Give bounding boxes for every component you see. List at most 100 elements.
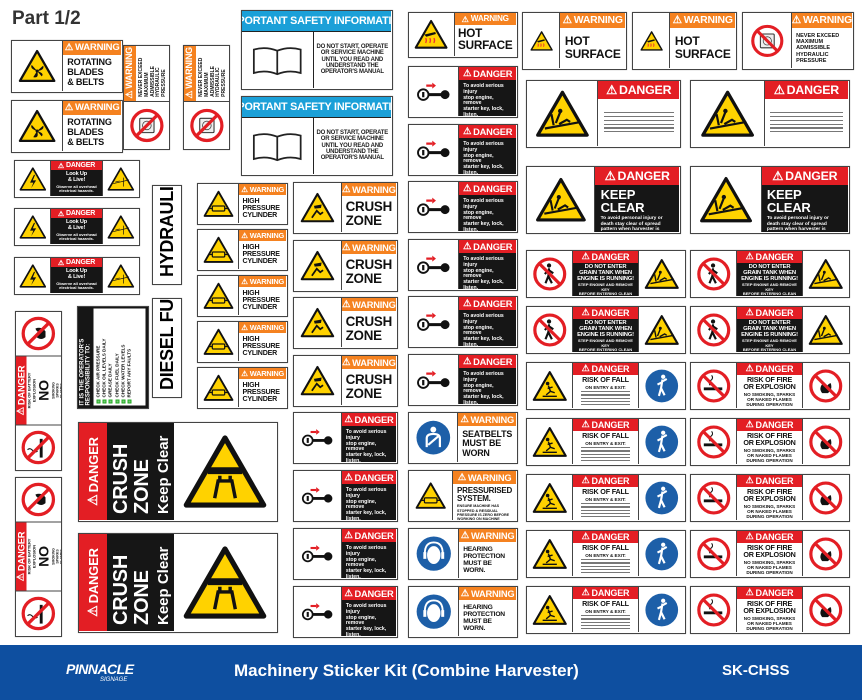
header-label: WARNING	[470, 530, 515, 541]
header-label: DANGER	[755, 307, 794, 318]
fine-print-line	[769, 116, 843, 118]
danger-header: ⚠DANGER	[572, 531, 639, 543]
blue-climb-icon	[638, 419, 684, 464]
sticker-small-text-line: STEP ENGINE AND REMOVE KEY	[742, 338, 797, 348]
sticker-title-line: & BELTS	[67, 76, 105, 87]
warning-triangle-icon: ⚠	[344, 588, 353, 599]
sticker-body	[598, 99, 679, 146]
sticker-title-line: PROTECTION	[463, 611, 505, 619]
sticker-small-text-line: DURING OPERATION	[746, 626, 793, 632]
tri-lines-icon	[102, 258, 138, 293]
fine-print-line	[580, 512, 631, 515]
header-label: DANGER	[591, 307, 630, 318]
warning-header: ⚠WARNING	[454, 13, 516, 25]
sticker-title-line: RISK OF FALL	[582, 431, 629, 441]
sticker-title-line: PRESSURE	[242, 388, 280, 397]
header-label: DANGER	[755, 419, 794, 430]
warning-triangle-icon: ⚠	[342, 357, 351, 368]
danger-header: ⚠DANGER	[572, 307, 639, 319]
warning-header: ⚠WARNING	[670, 13, 735, 28]
sticker-small-text-line: stop engine, remove	[463, 209, 494, 222]
info-text-line: OPERATOR'S MANUAL	[320, 155, 384, 162]
danger-header: ⚠DANGER	[572, 475, 639, 487]
key-icon	[409, 240, 460, 289]
header-label: WARNING	[352, 357, 396, 368]
checkbox-icon	[108, 399, 113, 404]
sticker-small-text-line: NO SMOKING, SPARKS	[743, 615, 796, 621]
sticker-title-line: Look Up	[66, 171, 87, 178]
tri-entangle-icon	[802, 251, 848, 296]
warning-triangle-icon: ⚠	[460, 414, 469, 425]
sticker-small-text-line: To avoid serious injury	[463, 255, 504, 268]
warning-triangle-icon: ⚠	[344, 472, 353, 483]
header-label: DANGER	[617, 168, 670, 183]
danger-header: ⚠DANGER	[341, 529, 396, 543]
sticker-small-text-line: in operation.	[601, 233, 674, 234]
sticker-title-line: CYLINDER	[242, 211, 278, 220]
tri-crush-icon	[294, 356, 342, 405]
sticker-title-line: HIGH	[242, 242, 260, 251]
sticker-small-text-line: OR NAKED FLAMES	[747, 565, 792, 571]
no-flame-icon	[802, 475, 848, 520]
danger-header: ⚠DANGER	[459, 67, 516, 81]
warning-triangle-icon: ⚠	[57, 210, 64, 218]
no-flame-icon	[802, 531, 848, 576]
sticker-extra-text-line: FLAMES	[59, 383, 62, 398]
header-label: DANGER	[65, 210, 96, 218]
fine-print-line	[580, 572, 631, 574]
sticker-hydraulic-oil: HYDRAULIC OIL	[152, 185, 182, 285]
sticker-title-line: GRAIN TANK WHEN	[579, 325, 632, 332]
sticker-small-text-line: WORKING ON MACHINE	[457, 517, 500, 522]
sticker-checklist: IT IS THE OPERATOR'S RESPONSIBILITY TO:C…	[78, 307, 148, 408]
danger-header: ⚠DANGER	[736, 307, 803, 319]
fluid-label: HYDRAULIC OIL	[156, 185, 176, 277]
info-text-line: DO NOT START, OPERATE	[316, 130, 389, 137]
tri-bolt-icon	[15, 209, 51, 244]
info-text-line: OPERATOR'S MANUAL	[320, 69, 384, 76]
no-smoking-icon	[691, 531, 737, 576]
sticker-title: Look Up& Live!	[53, 171, 101, 184]
danger-header: ⚠DANGER	[572, 251, 639, 263]
warning-header: ⚠WARNING	[239, 368, 286, 379]
sticker-title-line: KEEP CLEAR	[766, 186, 811, 216]
warning-header: ⚠WARNING	[459, 587, 516, 601]
warning-triangle-icon: ⚠	[241, 368, 248, 378]
sticker-isi: IMPORTANT SAFETY INFORMATIONDO NOT START…	[242, 11, 392, 88]
header-label: WARNING	[183, 46, 194, 89]
sticker-small-text-line: NO SMOKING, SPARKS	[743, 559, 796, 565]
warning-triangle-icon: ⚠	[581, 363, 590, 374]
